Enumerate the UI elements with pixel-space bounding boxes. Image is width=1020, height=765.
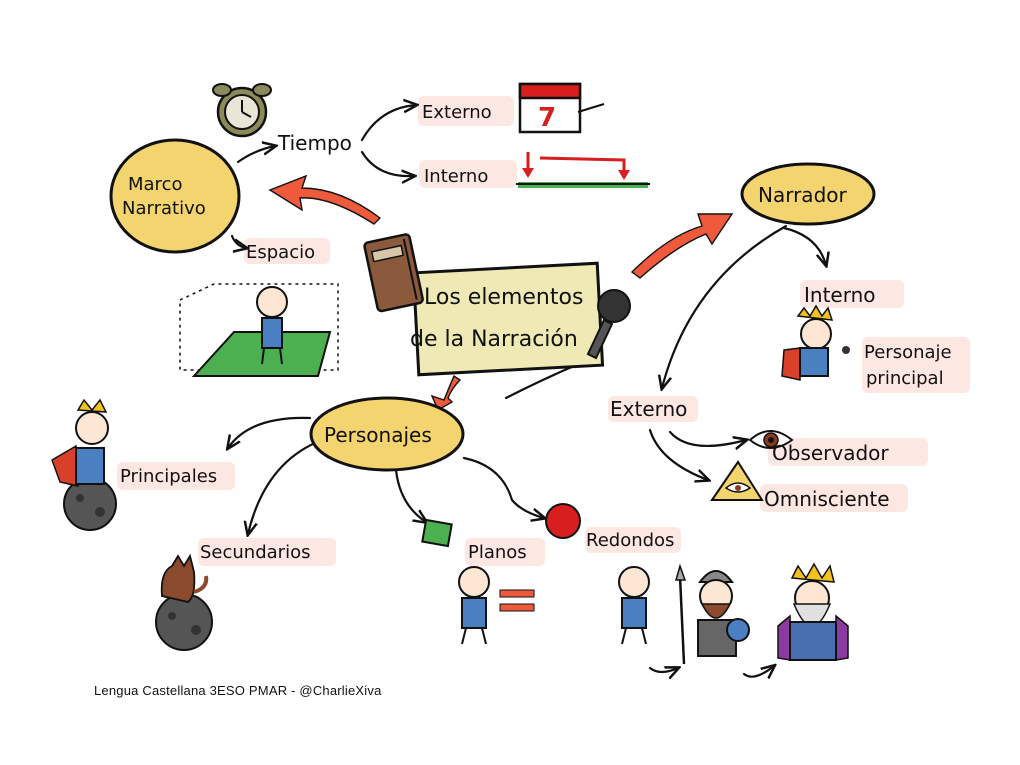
marco-line1: Marco <box>128 174 182 195</box>
connectors <box>228 105 826 677</box>
book-icon <box>363 233 424 313</box>
space-scene-icon <box>179 283 339 377</box>
narrador-node: Narrador <box>740 162 876 226</box>
label-highlights <box>117 96 970 566</box>
personajes-node: Personajes <box>309 396 465 472</box>
prince-on-rock-icon <box>51 398 117 531</box>
microphone-icon <box>586 289 631 360</box>
eye-icon <box>748 430 794 449</box>
timeline-icon <box>516 152 650 188</box>
personajes-label: Personajes <box>324 423 432 447</box>
equals-icon <box>499 589 535 612</box>
footer-credit: Lengua Castellana 3ESO PMAR - @CharlieXi… <box>94 683 382 698</box>
omnisciente-label: Omnisciente <box>764 487 890 511</box>
redondos-label: Redondos <box>586 530 674 551</box>
narrador-label: Narrador <box>758 183 847 207</box>
red-circle-icon <box>545 503 581 539</box>
king-narrator-icon <box>781 304 850 381</box>
center-line2: de la Narración <box>410 327 578 352</box>
narrador-externo-label: Externo <box>610 397 687 421</box>
principales-label: Principales <box>120 466 217 487</box>
round-character-icon <box>618 566 650 645</box>
all-seeing-eye-icon <box>710 460 764 501</box>
tiempo-label: Tiempo <box>277 131 352 155</box>
center-node: Los elementos de la Narración <box>410 261 605 377</box>
secundarios-label: Secundarios <box>200 542 310 563</box>
personaje-principal-line1: Personaje <box>864 342 952 363</box>
marco-narrativo-node: Marco Narrativo <box>109 138 241 254</box>
tiempo-interno-label: Interno <box>424 166 488 187</box>
center-line1: Los elementos <box>424 285 583 310</box>
planos-label: Planos <box>468 542 527 563</box>
tiempo-externo-label: Externo <box>422 102 492 123</box>
narrador-interno-label: Interno <box>804 283 876 307</box>
personaje-principal-line2: principal <box>866 368 944 389</box>
calendar-icon: 7 <box>518 82 605 134</box>
marco-line2: Narrativo <box>122 198 206 219</box>
dwarf-warrior-icon <box>675 563 750 665</box>
alarm-clock-icon <box>212 83 272 138</box>
red-arrows <box>268 174 734 411</box>
old-king-icon <box>777 562 849 661</box>
observador-label: Observador <box>772 441 889 465</box>
green-square-icon <box>421 518 453 548</box>
calendar-day: 7 <box>538 103 556 133</box>
espacio-label: Espacio <box>246 242 315 263</box>
flat-character-icon <box>458 566 490 645</box>
cat-on-rock-icon <box>155 553 213 651</box>
